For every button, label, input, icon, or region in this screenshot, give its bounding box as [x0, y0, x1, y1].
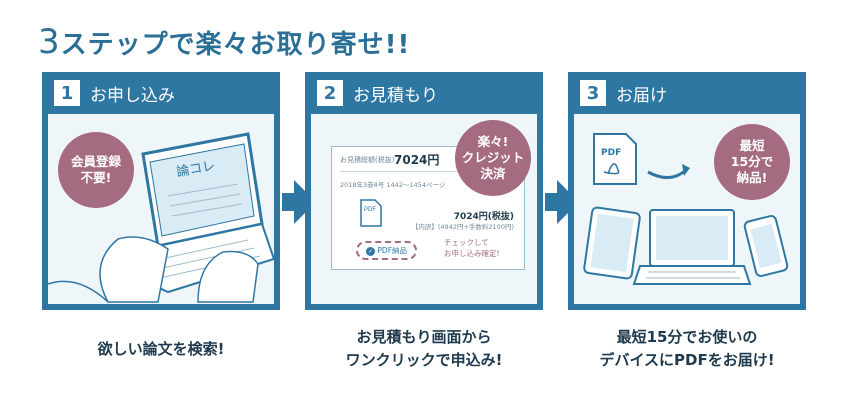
badge-credit-payment: 楽々! クレジット 決済 [455, 120, 531, 196]
caption-line: ワンクリックで申込み! [345, 351, 503, 369]
step-label-2: お見積もり [353, 85, 438, 106]
caption-step-2: お見積もり画面から ワンクリックで申込み! [305, 326, 543, 372]
step-header-2: 2 お見積もり [305, 72, 543, 114]
caption-line: お見積もり画面から [356, 328, 492, 346]
svg-text:PDF: PDF [364, 207, 376, 213]
step-body-1: 論コレ 会員登録 不要! [48, 114, 274, 304]
estimate-label: お見積総額(税抜) [340, 156, 395, 164]
smartphone-icon [743, 215, 789, 277]
divider [340, 171, 510, 172]
pdf-pill-label: PDF納品 [377, 246, 408, 255]
step-number-3: 3 [580, 80, 606, 106]
step-label-1: お申し込み [90, 85, 175, 106]
check-note: チェックして お申し込み確定! [444, 237, 500, 259]
pdf-file-icon: PDF [360, 199, 382, 227]
badge-line: 楽々! [477, 134, 509, 149]
title-text: ステップで楽々お取り寄せ!! [60, 30, 411, 60]
step-header-1: 1 お申し込み [42, 72, 280, 114]
badge-no-registration: 会員登録 不要! [58, 132, 134, 208]
step-panel-2: 2 お見積もり お見積総額(税抜) 7024円 2018年3巻8号 1442〜1… [305, 72, 543, 310]
step-number-2: 2 [317, 80, 343, 106]
step-label-3: お届け [616, 85, 667, 106]
badge-line: 納品! [736, 170, 768, 185]
estimate-breakdown: 【内訳】(4942円+手数料2100円) [411, 223, 514, 231]
tablet-icon [583, 206, 641, 280]
estimate-tax-line: 7024円(税抜) [453, 212, 514, 222]
laptop-icon [632, 209, 752, 285]
caption-line: デバイスにPDFをお届け! [599, 351, 775, 369]
step-panel-3: 3 お届け [568, 72, 806, 310]
caption-step-3: 最短15分でお使いの デバイスにPDFをお届け! [568, 326, 806, 372]
step-number-1: 1 [54, 80, 80, 106]
note-line: お申し込み確定! [444, 249, 500, 258]
badge-line: 最短 [739, 138, 765, 153]
title-number: 3 [38, 22, 61, 62]
badge-line: 15分で [730, 154, 774, 169]
arrow-tail-1 [282, 193, 296, 211]
caption-step-1: 欲しい論文を検索! [42, 338, 280, 361]
check-icon: ✓ [366, 247, 375, 256]
step-header-3: 3 お届け [568, 72, 806, 114]
estimate-meta: 2018年3巻8号 1442〜1454ページ [340, 181, 446, 189]
page-title: 3ステップで楽々お取り寄せ!! [38, 22, 410, 62]
badge-line: クレジット [461, 150, 525, 165]
pdf-delivery-checkbox[interactable]: ✓ PDF納品 [356, 241, 418, 260]
pdf-icon-label: PDF [601, 148, 622, 158]
badge-line: 会員登録 [70, 154, 121, 169]
estimate-price: 7024円 [394, 153, 440, 167]
step-body-3: PDF 最短 15分で 納品! [574, 114, 800, 304]
curved-arrow-icon [647, 168, 687, 179]
step-body-2: お見積総額(税抜) 7024円 2018年3巻8号 1442〜1454ページ P… [311, 114, 537, 304]
note-line: チェックして [444, 238, 489, 247]
laptop-typing-illustration [48, 132, 274, 303]
caption-line: 最短15分でお使いの [616, 328, 758, 346]
badge-fastest-delivery: 最短 15分で 納品! [714, 124, 790, 200]
badge-line: 不要! [80, 170, 112, 185]
devices-illustration [583, 133, 789, 285]
pdf-file-icon [593, 133, 637, 185]
arrow-tail-2 [545, 193, 559, 211]
caption-line: 欲しい論文を検索! [97, 340, 225, 358]
badge-line: 決済 [480, 166, 506, 181]
step-panel-1: 1 お申し込み 論コレ 会員登録 不要! [42, 72, 280, 310]
